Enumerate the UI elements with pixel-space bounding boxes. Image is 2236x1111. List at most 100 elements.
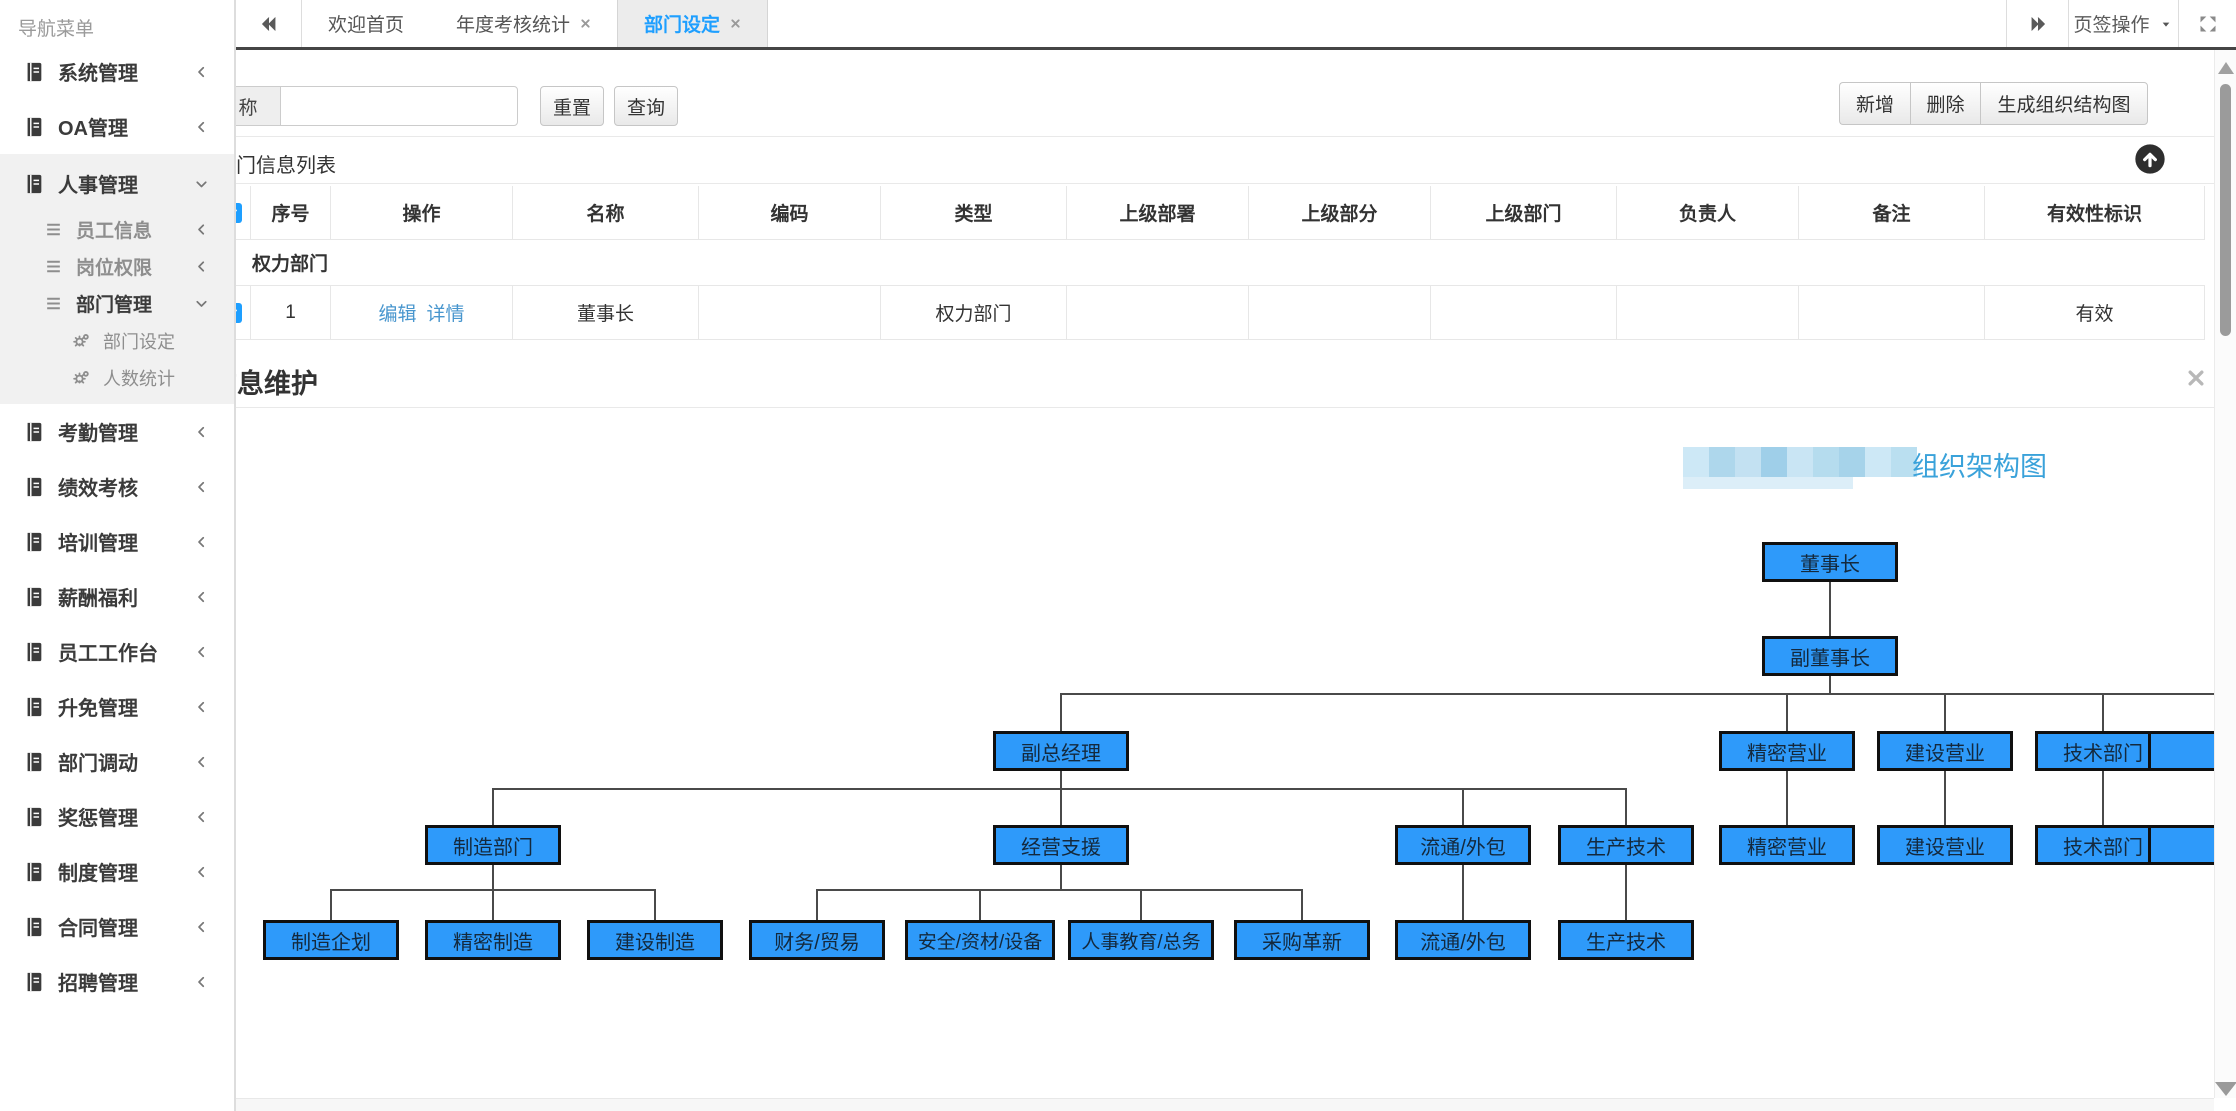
scroll-up-arrow[interactable] — [2218, 62, 2234, 74]
chevron-left-icon — [193, 640, 210, 663]
query-button[interactable]: 查询 — [614, 86, 678, 126]
horizontal-scrollbar[interactable] — [236, 1098, 2214, 1111]
sidebar-item-考勤管理[interactable]: 考勤管理 — [0, 404, 234, 459]
sidebar-item-部门管理[interactable]: 部门管理 — [0, 285, 234, 322]
cell-备注 — [1798, 286, 1984, 339]
sidebar-item-岗位权限[interactable]: 岗位权限 — [0, 248, 234, 285]
delete-button[interactable]: 删除 — [1910, 82, 1980, 125]
chevron-left-icon — [193, 530, 210, 553]
group-row-label: 权力部门 — [252, 254, 329, 275]
book-icon — [23, 585, 45, 608]
sidebar-item-员工工作台[interactable]: 员工工作台 — [0, 624, 234, 679]
column-header-上级部署: 上级部署 — [1066, 186, 1248, 239]
close-icon[interactable] — [2186, 368, 2208, 390]
sidebar-item-合同管理[interactable]: 合同管理 — [0, 899, 234, 954]
fullscreen-icon[interactable] — [2178, 0, 2236, 47]
chevron-left-icon — [193, 695, 210, 718]
edit-link[interactable]: 编辑 — [378, 304, 417, 325]
tab-label: 年度考核统计 — [456, 15, 571, 36]
book-icon — [23, 475, 45, 498]
sidebar-item-label: 系统管理 — [58, 63, 138, 85]
tab-部门设定[interactable]: 部门设定 — [617, 0, 769, 47]
tabs-scroll-left-icon[interactable] — [236, 0, 302, 47]
add-button[interactable]: 新增 — [1839, 82, 1910, 125]
org-node-副董事长: 副董事长 — [1762, 636, 1898, 676]
tabs-scroll-right-icon[interactable] — [2006, 0, 2068, 47]
sidebar-group-人事管理: 人事管理员工信息岗位权限部门管理部门设定人数统计 — [0, 154, 234, 404]
tab-欢迎首页[interactable]: 欢迎首页 — [302, 0, 430, 47]
org-chart-title: 组织架构图 — [1912, 452, 2047, 482]
sidebar-item-OA管理[interactable]: OA管理 — [0, 99, 234, 154]
generate-org-chart-button[interactable]: 生成组织结构图 — [1980, 82, 2148, 125]
gears-icon — [72, 330, 90, 351]
chevron-left-icon — [193, 805, 210, 828]
org-connector — [2102, 771, 2104, 825]
sidebar-item-员工信息[interactable]: 员工信息 — [0, 211, 234, 248]
book-icon — [23, 915, 45, 938]
sidebar-item-系统管理[interactable]: 系统管理 — [0, 44, 234, 99]
collapse-panel-icon[interactable] — [2134, 143, 2166, 175]
org-node-制造企划: 制造企划 — [263, 920, 399, 960]
org-connector — [492, 890, 494, 920]
caret-down-icon — [2158, 16, 2174, 32]
book-icon — [23, 115, 45, 138]
sidebar-item-制度管理[interactable]: 制度管理 — [0, 844, 234, 899]
sidebar-item-label: 考勤管理 — [58, 423, 138, 445]
sidebar-item-部门设定[interactable]: 部门设定 — [0, 322, 234, 359]
sidebar-item-label: 奖惩管理 — [58, 808, 138, 830]
close-tab-icon[interactable] — [730, 18, 741, 29]
org-node-采购革新: 采购革新 — [1234, 920, 1370, 960]
column-header-有效性标识: 有效性标识 — [1984, 186, 2205, 239]
tab-年度考核统计[interactable]: 年度考核统计 — [430, 0, 617, 47]
org-node-精密制造: 精密制造 — [425, 920, 561, 960]
search-input[interactable] — [280, 86, 518, 126]
column-header-上级部门: 上级部门 — [1430, 186, 1616, 239]
vertical-scrollbar[interactable] — [2214, 50, 2236, 1098]
gears-icon — [72, 367, 90, 388]
sidebar-item-label: 岗位权限 — [76, 258, 153, 279]
reset-button[interactable]: 重置 — [540, 86, 604, 126]
content-pane: 名称 重置 查询 新增 删除 生成组织结构图 部门信息列表 序号操作名称编码类型… — [0, 50, 2236, 1111]
sidebar-item-升免管理[interactable]: 升免管理 — [0, 679, 234, 734]
book-icon — [23, 640, 45, 663]
org-connector — [1140, 890, 1142, 920]
column-header-类型: 类型 — [880, 186, 1066, 239]
column-header-负责人: 负责人 — [1616, 186, 1798, 239]
sidebar-item-薪酬福利[interactable]: 薪酬福利 — [0, 569, 234, 624]
org-connector — [1060, 771, 1062, 789]
sidebar-menu: 系统管理 OA管理人事管理员工信息岗位权限部门管理部门设定人数统计考勤管理绩效考核… — [0, 44, 234, 1009]
tab-operations-dropdown[interactable]: 页签操作 — [2068, 0, 2178, 47]
sidebar-item-label: 招聘管理 — [58, 973, 138, 995]
sidebar-item-label: 员工工作台 — [58, 643, 158, 665]
sidebar-item-label: 员工信息 — [76, 221, 153, 242]
scroll-down-arrow[interactable] — [2215, 1082, 2236, 1096]
menu-icon — [44, 293, 63, 315]
sidebar-item-培训管理[interactable]: 培训管理 — [0, 514, 234, 569]
column-header-序号: 序号 — [250, 186, 330, 239]
close-tab-icon[interactable] — [580, 18, 591, 29]
sidebar-item-label: 部门设定 — [103, 331, 175, 352]
sidebar-item-label: 培训管理 — [58, 533, 138, 555]
column-header-编码: 编码 — [698, 186, 880, 239]
chevron-left-icon — [193, 256, 210, 278]
detail-link[interactable]: 详情 — [426, 304, 465, 325]
sidebar-item-部门调动[interactable]: 部门调动 — [0, 734, 234, 789]
redacted-company-name-row2 — [1683, 477, 1853, 489]
org-node-建设制造: 建设制造 — [587, 920, 723, 960]
sidebar-item-奖惩管理[interactable]: 奖惩管理 — [0, 789, 234, 844]
table-group-row[interactable]: 权力部门 — [200, 240, 2205, 286]
sidebar-item-人数统计[interactable]: 人数统计 — [0, 359, 234, 396]
sidebar-item-人事管理[interactable]: 人事管理 — [0, 156, 234, 211]
chevron-left-icon — [193, 60, 210, 83]
sidebar-item-绩效考核[interactable]: 绩效考核 — [0, 459, 234, 514]
sidebar-item-招聘管理[interactable]: 招聘管理 — [0, 954, 234, 1009]
sidebar-item-label: 部门管理 — [76, 295, 153, 316]
org-connector — [1462, 865, 1464, 920]
scrollbar-thumb[interactable] — [2220, 84, 2231, 336]
org-connector — [1829, 676, 1831, 694]
org-connector — [1786, 694, 1788, 731]
org-node-精密营业: 精密营业 — [1719, 731, 1855, 771]
